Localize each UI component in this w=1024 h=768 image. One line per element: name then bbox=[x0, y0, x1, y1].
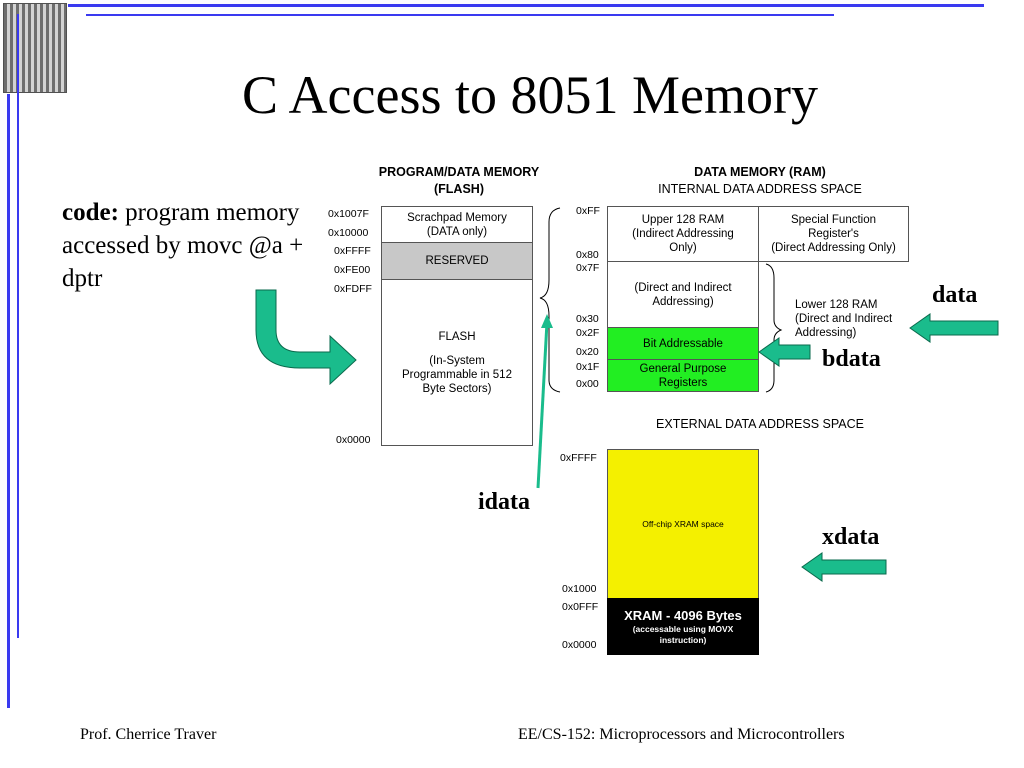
code-description: code: program memory accessed by movc @a… bbox=[62, 196, 312, 295]
xram-addr-0fff: 0x0FFF bbox=[562, 601, 599, 613]
frame-left-line-inner bbox=[17, 14, 19, 638]
flash-title-line1: PROGRAM/DATA MEMORY bbox=[378, 165, 540, 179]
idata-arrow-line bbox=[536, 321, 549, 489]
right-brace bbox=[765, 263, 783, 393]
idata-label: idata bbox=[478, 489, 531, 515]
data-label: data bbox=[932, 282, 978, 308]
xram-4096-title: XRAM - 4096 Bytes bbox=[624, 607, 742, 623]
ram-addr-20: 0x20 bbox=[576, 346, 599, 358]
flash-main-desc: (In-System Programmable in 512 Byte Sect… bbox=[402, 354, 512, 395]
general-purpose-registers-block: General Purpose Registers bbox=[607, 359, 759, 392]
flash-addr-10000: 0x10000 bbox=[328, 227, 369, 239]
sfr-block: Special Function Register's (Direct Addr… bbox=[758, 206, 909, 262]
flash-addr-fdff: 0xFDFF bbox=[334, 283, 372, 295]
code-keyword: code: bbox=[62, 199, 119, 226]
code-desc-text: program memory accessed by movc @a + dpt… bbox=[62, 199, 304, 292]
bdata-arrow-icon bbox=[758, 337, 811, 367]
frame-left-line bbox=[7, 94, 10, 708]
frame-top-line bbox=[68, 4, 984, 7]
offchip-xram-block: Off-chip XRAM space bbox=[607, 449, 759, 599]
flash-addr-ffff: 0xFFFF bbox=[334, 245, 371, 257]
ram-addr-1f: 0x1F bbox=[576, 361, 600, 373]
frame-top-line-inner bbox=[86, 14, 834, 16]
ram-addr-ff: 0xFF bbox=[576, 205, 600, 217]
xdata-label: xdata bbox=[822, 524, 880, 550]
data-arrow-icon bbox=[909, 313, 999, 343]
flash-main-block: FLASH (In-System Programmable in 512 Byt… bbox=[381, 279, 533, 446]
footer-course: EE/CS-152: Microprocessors and Microcont… bbox=[518, 726, 845, 743]
xram-4096-block: XRAM - 4096 Bytes (accessable using MOVX… bbox=[607, 598, 759, 655]
flash-addr-1007f: 0x1007F bbox=[328, 208, 369, 220]
flash-main-label: FLASH bbox=[438, 330, 476, 343]
left-brace bbox=[539, 207, 561, 393]
flash-addr-0000: 0x0000 bbox=[336, 434, 371, 446]
xram-4096-desc: (accessable using MOVX instruction) bbox=[632, 623, 734, 645]
xram-addr-0000: 0x0000 bbox=[562, 639, 597, 651]
ram-title: DATA MEMORY (RAM) bbox=[694, 165, 826, 179]
idata-arrowhead-icon bbox=[541, 314, 553, 328]
flash-header: PROGRAM/DATA MEMORY (FLASH) bbox=[352, 164, 566, 198]
ram-addr-2f: 0x2F bbox=[576, 327, 600, 339]
footer-author: Prof. Cherrice Traver bbox=[80, 726, 217, 743]
chip-logo bbox=[3, 3, 67, 93]
xram-title: EXTERNAL DATA ADDRESS SPACE bbox=[656, 417, 864, 431]
flash-title-line2: (FLASH) bbox=[434, 182, 484, 196]
direct-indirect-block: (Direct and Indirect Addressing) bbox=[607, 261, 759, 328]
xdata-arrow-icon bbox=[801, 552, 887, 582]
ram-addr-30: 0x30 bbox=[576, 313, 599, 325]
ram-addr-80: 0x80 bbox=[576, 249, 599, 261]
slide-title: C Access to 8051 Memory bbox=[242, 65, 818, 125]
ram-addr-00: 0x00 bbox=[576, 378, 599, 390]
bdata-label: bdata bbox=[822, 346, 881, 372]
xram-addr-1000: 0x1000 bbox=[562, 583, 597, 595]
ram-addr-7f: 0x7F bbox=[576, 262, 600, 274]
ram-subtitle: INTERNAL DATA ADDRESS SPACE bbox=[658, 182, 862, 196]
flash-addr-fe00: 0xFE00 bbox=[334, 264, 371, 276]
xram-addr-ffff: 0xFFFF bbox=[560, 452, 597, 464]
code-arrow-icon bbox=[255, 289, 357, 386]
lower-128-note: Lower 128 RAM (Direct and Indirect Addre… bbox=[795, 299, 893, 339]
